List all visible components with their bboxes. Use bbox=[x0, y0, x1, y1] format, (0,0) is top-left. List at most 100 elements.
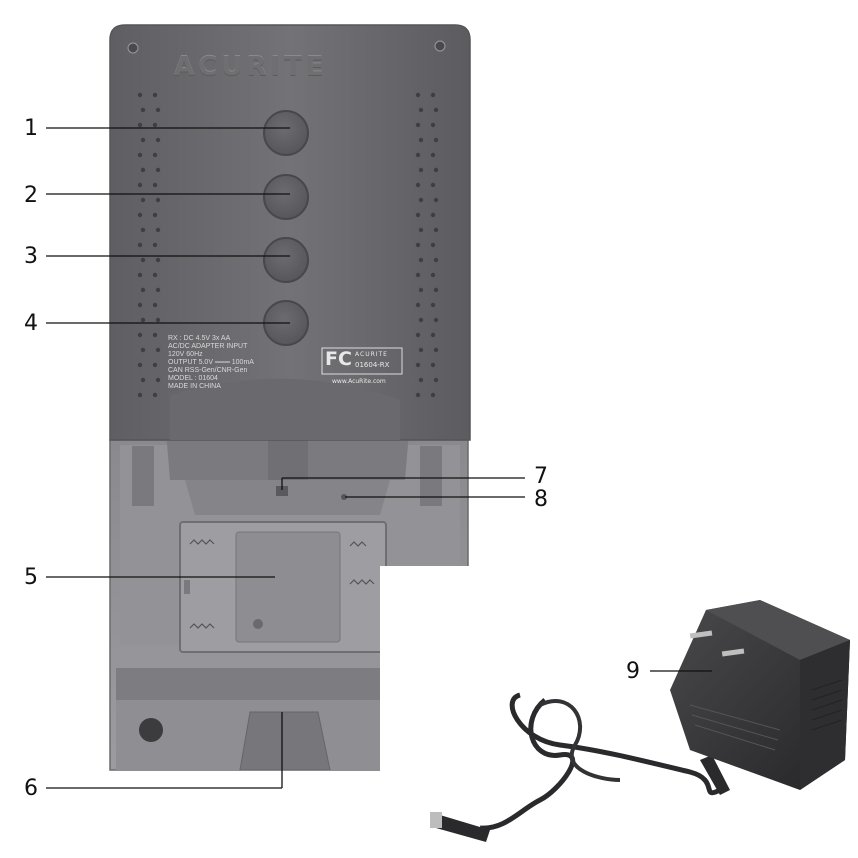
vent-hole bbox=[137, 212, 143, 218]
vent-hole bbox=[155, 257, 161, 263]
vent-hole bbox=[430, 332, 436, 338]
vent-hole bbox=[152, 302, 158, 308]
vent-hole bbox=[430, 302, 436, 308]
vent-hole bbox=[137, 92, 143, 98]
vent-hole bbox=[415, 302, 421, 308]
vent-hole bbox=[140, 227, 146, 233]
vent-hole bbox=[137, 362, 143, 368]
vent-hole bbox=[430, 122, 436, 128]
leader-lines bbox=[46, 127, 712, 789]
vent-hole bbox=[418, 287, 424, 293]
vent-hole bbox=[140, 317, 146, 323]
spec-line: MADE IN CHINA bbox=[168, 383, 221, 390]
vent-hole bbox=[155, 167, 161, 173]
vent-hole bbox=[433, 227, 439, 233]
battery-compartment[interactable] bbox=[179, 521, 387, 653]
vent-hole bbox=[415, 272, 421, 278]
screw-icon bbox=[434, 40, 446, 52]
vent-hole bbox=[140, 377, 146, 383]
button-3[interactable] bbox=[263, 237, 309, 283]
vent-hole bbox=[418, 227, 424, 233]
vent-hole bbox=[415, 152, 421, 158]
speaker-vents bbox=[137, 92, 439, 398]
vent-hole bbox=[415, 332, 421, 338]
vent-hole bbox=[418, 107, 424, 113]
vent-hole bbox=[152, 182, 158, 188]
vent-hole bbox=[430, 92, 436, 98]
callout-8: 8 bbox=[534, 487, 548, 512]
button-1[interactable] bbox=[263, 110, 309, 156]
vent-hole bbox=[430, 212, 436, 218]
vent-hole bbox=[152, 122, 158, 128]
power-adapter bbox=[430, 600, 850, 842]
vent-hole bbox=[140, 287, 146, 293]
vent-hole bbox=[418, 377, 424, 383]
vent-hole bbox=[155, 317, 161, 323]
indicator-light bbox=[341, 494, 347, 500]
vent-hole bbox=[137, 122, 143, 128]
button-2[interactable] bbox=[263, 174, 309, 220]
plug-barrel bbox=[436, 815, 490, 842]
vent-hole bbox=[152, 272, 158, 278]
vent-hole bbox=[415, 362, 421, 368]
spec-line: 120V 60Hz bbox=[168, 351, 203, 358]
vent-hole bbox=[137, 152, 143, 158]
vent-hole bbox=[430, 362, 436, 368]
vent-hole bbox=[155, 107, 161, 113]
vent-hole bbox=[430, 152, 436, 158]
vent-hole bbox=[137, 392, 143, 398]
vent-hole bbox=[152, 362, 158, 368]
reset-button[interactable] bbox=[276, 486, 288, 496]
control-buttons bbox=[263, 110, 309, 346]
vent-hole bbox=[155, 377, 161, 383]
vent-hole bbox=[433, 167, 439, 173]
callout-1: 1 bbox=[24, 116, 38, 141]
callout-5: 5 bbox=[24, 565, 38, 590]
vent-hole bbox=[137, 182, 143, 188]
spec-line: CAN RSS-Gen/CNR-Gen bbox=[168, 367, 248, 374]
prong-icon bbox=[721, 648, 745, 657]
vent-hole bbox=[433, 377, 439, 383]
vent-hole bbox=[155, 347, 161, 353]
vent-hole bbox=[140, 197, 146, 203]
vent-hole bbox=[430, 392, 436, 398]
vent-hole bbox=[137, 272, 143, 278]
vent-hole bbox=[433, 347, 439, 353]
vent-hole bbox=[152, 332, 158, 338]
vent-hole bbox=[433, 257, 439, 263]
vent-hole bbox=[140, 257, 146, 263]
screw-icon bbox=[127, 42, 139, 54]
vent-hole bbox=[140, 167, 146, 173]
vent-hole bbox=[137, 242, 143, 248]
spec-label: RX : DC 4.5V 3x AA AC/DC ADAPTER INPUT 1… bbox=[168, 335, 288, 391]
spec-line: MODEL : 01604 bbox=[168, 375, 218, 382]
vent-hole bbox=[415, 182, 421, 188]
vent-hole bbox=[155, 287, 161, 293]
stand-slot bbox=[239, 711, 331, 771]
vent-hole bbox=[430, 242, 436, 248]
spec-line: OUTPUT 5.0V ═══ 100mA bbox=[168, 359, 254, 366]
website-text: www.AcuRite.com bbox=[332, 378, 386, 385]
vent-hole bbox=[418, 167, 424, 173]
display-housing bbox=[109, 24, 471, 441]
vent-hole bbox=[137, 302, 143, 308]
vent-hole bbox=[418, 137, 424, 143]
vent-hole bbox=[433, 107, 439, 113]
vent-hole bbox=[152, 152, 158, 158]
vent-hole bbox=[415, 92, 421, 98]
spec-line: AC/DC ADAPTER INPUT bbox=[168, 343, 248, 350]
vent-hole bbox=[152, 212, 158, 218]
vent-hole bbox=[418, 197, 424, 203]
fcc-brand: ACURITE bbox=[355, 351, 388, 358]
vent-hole bbox=[155, 137, 161, 143]
screw-icon bbox=[253, 619, 263, 629]
fcc-logo: FC bbox=[325, 348, 352, 370]
vent-hole bbox=[433, 137, 439, 143]
vent-hole bbox=[415, 122, 421, 128]
callout-7: 7 bbox=[534, 464, 548, 489]
vent-hole bbox=[418, 317, 424, 323]
vent-hole bbox=[433, 317, 439, 323]
callout-2: 2 bbox=[24, 183, 38, 208]
vent-hole bbox=[155, 227, 161, 233]
